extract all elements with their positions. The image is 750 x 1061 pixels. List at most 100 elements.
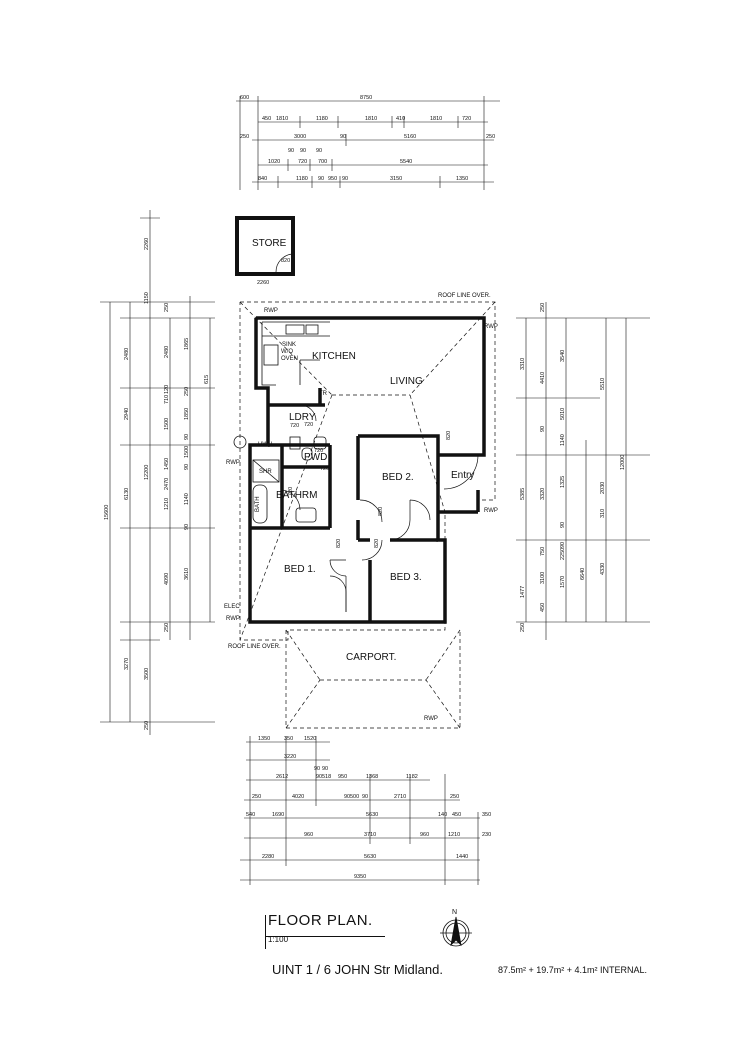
- right-dimension-label: 4410: [540, 372, 546, 384]
- left-dimension-label: 2260: [144, 238, 150, 250]
- left-dimension-label: 1865: [184, 338, 190, 350]
- bottom-dimension-label: 250: [252, 794, 261, 800]
- left-dimension-label: 1210: [164, 498, 170, 510]
- wet-area-fixtures: [233, 435, 327, 524]
- left-dimension-label: 2470: [164, 478, 170, 490]
- left-dimension-label: 90: [184, 524, 190, 530]
- top-dimension-label: 720: [462, 116, 471, 122]
- right-dimension-label: 6640: [580, 568, 586, 580]
- left-dimension-label: 250: [164, 623, 170, 632]
- fixture-label-wo: W/O: [281, 349, 293, 355]
- bottom-dimension-label: 1210: [448, 832, 460, 838]
- bottom-dimension-label: 250: [450, 794, 459, 800]
- bottom-dimension-label: 4020: [292, 794, 304, 800]
- right-dimension-label: 1570: [560, 576, 566, 588]
- left-dimension-label: 3500: [144, 668, 150, 680]
- right-dimension-label: 250: [520, 623, 526, 632]
- top-dimension-label: 5160: [404, 134, 416, 140]
- left-dimension-label: 615: [204, 375, 210, 384]
- top-dimension-label: 90: [300, 148, 306, 154]
- left-dimension-label: 3610: [184, 568, 190, 580]
- rwp-label: RWP: [264, 308, 278, 314]
- bottom-dimension-label: 5630: [366, 812, 378, 818]
- right-dimension-label: 2030: [600, 482, 606, 494]
- rwp-label: RWP: [226, 616, 240, 622]
- bottom-dimension-label: 90: [344, 794, 350, 800]
- bottom-dimension-label: 90: [314, 766, 320, 772]
- top-dimension-label: 1810: [430, 116, 442, 122]
- right-dimension-label: 90: [560, 542, 566, 548]
- store-width-dim: 2260: [257, 280, 269, 286]
- left-dimension-label: 2480: [124, 348, 130, 360]
- top-dimension-label: 720: [298, 159, 307, 165]
- bottom-dimension-label: 3220: [284, 754, 296, 760]
- right-dimension-label: 12000: [620, 455, 626, 470]
- left-dimension-label: 250: [164, 303, 170, 312]
- top-dimension-label: 700: [318, 159, 327, 165]
- bottom-dimension-label: 950: [338, 774, 347, 780]
- bottom-dimension-label: 90: [316, 774, 322, 780]
- top-dimension-label: 410: [396, 116, 405, 122]
- fixture-label-shr: SHR: [259, 469, 272, 475]
- door-width-label: 820: [378, 507, 384, 516]
- house-walls: [248, 316, 486, 624]
- top-dimension-label: 1180: [296, 176, 308, 182]
- left-dimension-label: 90: [184, 434, 190, 440]
- right-dimension-label: 3100: [540, 572, 546, 584]
- right-dimension-label: 310: [600, 509, 606, 518]
- right-dimension-label: 4330: [600, 563, 606, 575]
- fixture-label-tr: TR: [319, 391, 328, 397]
- left-dimension-label: 2940: [124, 408, 130, 420]
- top-dimension-label: 1810: [365, 116, 377, 122]
- door-width-label: 720: [288, 487, 294, 496]
- bottom-dimension-label: 960: [304, 832, 313, 838]
- bottom-dimension-label: 350: [482, 812, 491, 818]
- top-dimension-label: 1350: [456, 176, 468, 182]
- right-dimension-label: 5385: [520, 488, 526, 500]
- right-dimension-label: 90: [540, 426, 546, 432]
- rwp-label: RWP: [424, 716, 438, 722]
- door-width-label: 820: [446, 431, 452, 440]
- top-dimension-label: 5540: [400, 159, 412, 165]
- top-dimension-label: 600: [240, 95, 249, 101]
- roof-line-note-top: ROOF LINE OVER.: [438, 293, 491, 299]
- room-label-entry: Entry: [451, 470, 474, 481]
- bottom-dimension-label: 140: [438, 812, 447, 818]
- bottom-dimension-label: 960: [420, 832, 429, 838]
- bottom-dimension-label: 500: [350, 794, 359, 800]
- room-label-bathrm: BATHRM: [276, 490, 317, 501]
- left-dimension-label: 1150: [144, 292, 150, 304]
- right-dimension-label: 3310: [520, 358, 526, 370]
- rwp-label: RWP: [226, 460, 240, 466]
- bottom-dimension-label: 90: [362, 794, 368, 800]
- bottom-dimension-label: 350: [284, 736, 293, 742]
- title-block-underline: [265, 936, 385, 937]
- left-dimension-label: 120: [164, 385, 170, 394]
- bottom-dimension-label: 1182: [406, 774, 418, 780]
- roof-line-note-bottom: ROOF LINE OVER.: [228, 644, 281, 650]
- roof-line: [239, 301, 496, 729]
- top-dimension-label: 90: [340, 134, 346, 140]
- top-dimension-label: 250: [240, 134, 249, 140]
- bottom-dimension-label: 9350: [354, 874, 366, 880]
- room-label-bed2: BED 2.: [382, 472, 414, 483]
- bottom-dimension-label: 3710: [364, 832, 376, 838]
- floor-area: 87.5m² + 19.7m² + 4.1m² INTERNAL.: [498, 965, 648, 975]
- room-label-bed1: BED 1.: [284, 564, 316, 575]
- top-dimension-label: 8750: [360, 95, 372, 101]
- left-dimensions: [100, 210, 215, 735]
- rwp-label: RWP: [484, 324, 498, 330]
- left-dimension-label: 1140: [184, 493, 190, 505]
- north-arrow: [440, 916, 472, 947]
- drawing-title: FLOOR PLAN.: [268, 912, 373, 929]
- store-outline: [235, 216, 295, 276]
- top-dimension-label: 950: [328, 176, 337, 182]
- left-dimension-label: 3270: [124, 658, 130, 670]
- left-dimension-label: 710: [164, 395, 170, 404]
- right-dimension-label: 2250: [560, 548, 566, 560]
- top-dimension-label: 3000: [294, 134, 306, 140]
- bottom-dimension-label: 5630: [364, 854, 376, 860]
- drawing-scale: 1:100: [268, 935, 289, 944]
- kitchen-bench: [261, 321, 330, 386]
